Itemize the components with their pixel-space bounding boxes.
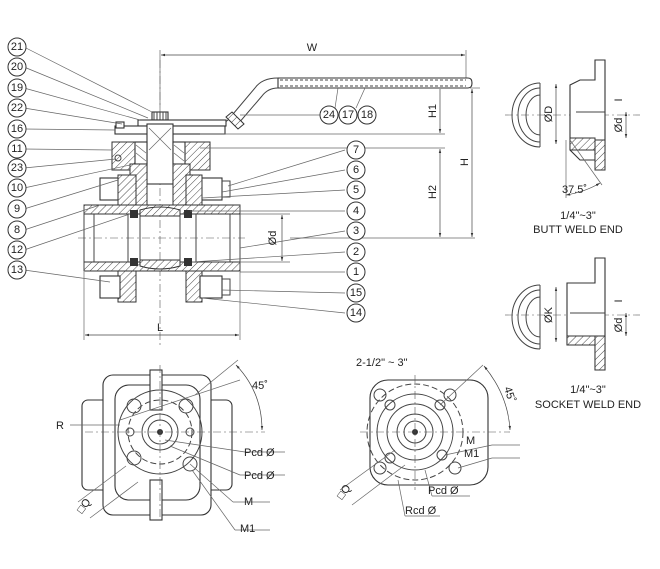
svg-text:16: 16 [11, 123, 23, 135]
balloon-11: 11 [7, 139, 27, 159]
svg-text:20: 20 [11, 61, 23, 73]
balloon-7: 7 [346, 140, 366, 160]
large-pcd-2: Rcd Ø [405, 505, 437, 517]
large-pcd-1: Pcd Ø [428, 485, 459, 497]
svg-text:9: 9 [14, 203, 20, 215]
balloon-24: 24 [319, 105, 339, 125]
balloon-1: 1 [346, 262, 366, 282]
svg-text:6: 6 [353, 164, 359, 176]
dim-h1: H1 [427, 104, 439, 118]
socket-dia: ØK [543, 306, 555, 323]
dim-bore: Ød [267, 231, 279, 246]
svg-text:2: 2 [353, 246, 359, 258]
balloon-6: 6 [346, 160, 366, 180]
large-square: □Q [335, 482, 354, 502]
balloon-19: 19 [7, 78, 27, 98]
balloon-17: 17 [338, 105, 358, 125]
large-thread-m1: M1 [464, 448, 479, 460]
butt-bore: Ød [613, 118, 625, 133]
leaders-right [190, 87, 366, 314]
socket-size-range: 1/4"~3" [570, 384, 606, 396]
balloon-2: 2 [346, 242, 366, 262]
svg-text:15: 15 [350, 287, 362, 299]
small-angle: 45˚ [252, 380, 268, 392]
balloon-13: 13 [7, 260, 27, 280]
balloon-3: 3 [346, 221, 366, 241]
balloon-18: 18 [357, 105, 377, 125]
small-radius: R [56, 420, 64, 432]
butt-angle: 37.5˚ [562, 184, 587, 196]
balloon-10: 10 [7, 178, 27, 198]
balloon-14: 14 [346, 303, 366, 323]
balloon-9: 9 [7, 199, 27, 219]
svg-text:11: 11 [11, 143, 22, 155]
balloon-4: 4 [346, 201, 366, 221]
balloon-23: 23 [7, 158, 27, 178]
small-pcd-1: Pcd Ø [244, 447, 275, 459]
svg-text:22: 22 [11, 102, 23, 114]
balloon-20: 20 [7, 57, 27, 77]
svg-text:7: 7 [353, 144, 359, 156]
small-square: □Q [75, 496, 94, 516]
small-thread-m1: M1 [240, 523, 255, 535]
balloon-12: 12 [7, 240, 27, 260]
butt-weld-end-view [505, 59, 640, 198]
leaders-left [23, 46, 153, 283]
dim-w: W [307, 42, 318, 54]
svg-text:18: 18 [361, 109, 373, 121]
butt-bore-suffix: I [613, 98, 625, 101]
socket-caption: SOCKET WELD END [535, 399, 641, 411]
dim-h2: H2 [427, 185, 439, 199]
svg-text:19: 19 [11, 82, 23, 94]
socket-bore-suffix: I [613, 299, 625, 302]
svg-text:8: 8 [14, 224, 20, 236]
svg-text:10: 10 [11, 182, 23, 194]
svg-text:5: 5 [353, 184, 359, 196]
svg-text:21: 21 [11, 41, 23, 53]
large-size-range: 2-1/2" ~ 3" [356, 357, 408, 369]
bottom-view-large [339, 364, 520, 517]
large-angle: 45˚ [501, 385, 517, 404]
small-pcd-2: Pcd Ø [244, 470, 275, 482]
svg-text:1: 1 [353, 266, 359, 278]
balloon-5: 5 [346, 180, 366, 200]
svg-text:14: 14 [350, 307, 362, 319]
bottom-view-small [70, 359, 285, 531]
main-section-view [23, 46, 480, 345]
butt-size-range: 1/4"~3" [560, 210, 596, 222]
svg-text:17: 17 [342, 109, 354, 121]
balloon-16: 16 [7, 119, 27, 139]
svg-text:4: 4 [353, 205, 359, 217]
butt-outer-dia: ØD [543, 106, 555, 123]
socket-bore: Ød [613, 318, 625, 333]
svg-text:13: 13 [11, 264, 23, 276]
balloon-8: 8 [7, 220, 27, 240]
balloon-15: 15 [346, 283, 366, 303]
svg-text:12: 12 [11, 244, 23, 256]
balloon-22: 22 [7, 98, 27, 118]
dim-l: L [157, 322, 163, 334]
svg-text:24: 24 [323, 109, 335, 121]
small-thread-m: M [244, 496, 253, 508]
svg-text:3: 3 [353, 225, 359, 237]
balloon-21: 21 [7, 37, 27, 57]
large-thread-m: M [466, 435, 475, 447]
svg-text:23: 23 [11, 162, 23, 174]
socket-weld-end-view [505, 257, 640, 371]
butt-caption: BUTT WELD END [533, 224, 623, 236]
dim-h: H [459, 158, 471, 166]
